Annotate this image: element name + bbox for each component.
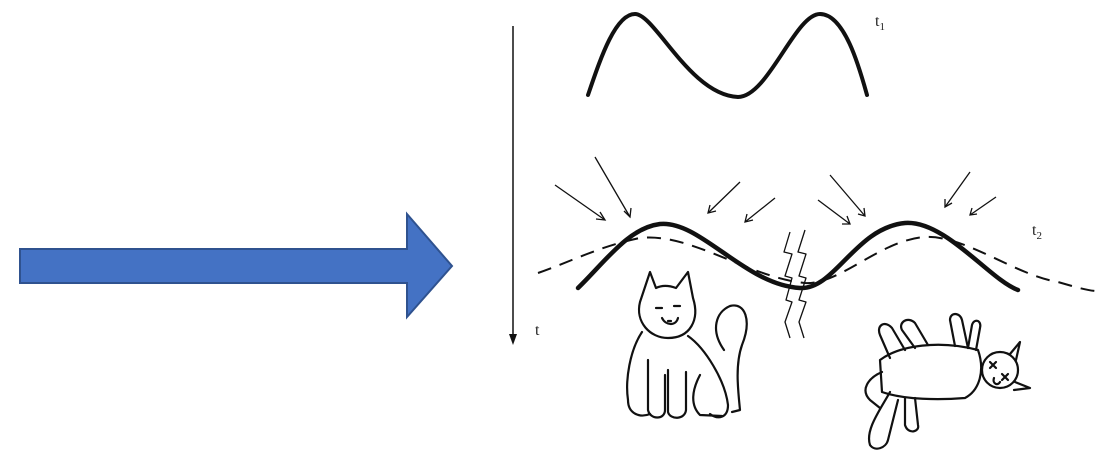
compression-arrow-icon (945, 172, 970, 207)
time-axis-label: t (535, 322, 540, 339)
wave-t1 (588, 14, 867, 97)
compression-arrow-icon (708, 182, 740, 213)
lightning-bolt-icon (798, 230, 806, 338)
compression-arrow-icon (970, 197, 996, 215)
compression-arrows (555, 157, 996, 224)
compression-arrow-icon (818, 200, 850, 224)
cat-alive-icon (627, 272, 747, 418)
right-arrow-icon (20, 214, 452, 317)
compression-arrow-icon (745, 198, 775, 222)
compression-arrow-icon (830, 175, 865, 216)
wave-t2-solid (578, 223, 1018, 290)
label-t2: t2 (1032, 222, 1042, 242)
compression-arrow-icon (555, 185, 605, 220)
label-t1: t1 (875, 13, 885, 33)
time-axis (509, 26, 517, 345)
cat-dead-icon (866, 314, 1030, 449)
compression-arrow-icon (595, 157, 631, 217)
